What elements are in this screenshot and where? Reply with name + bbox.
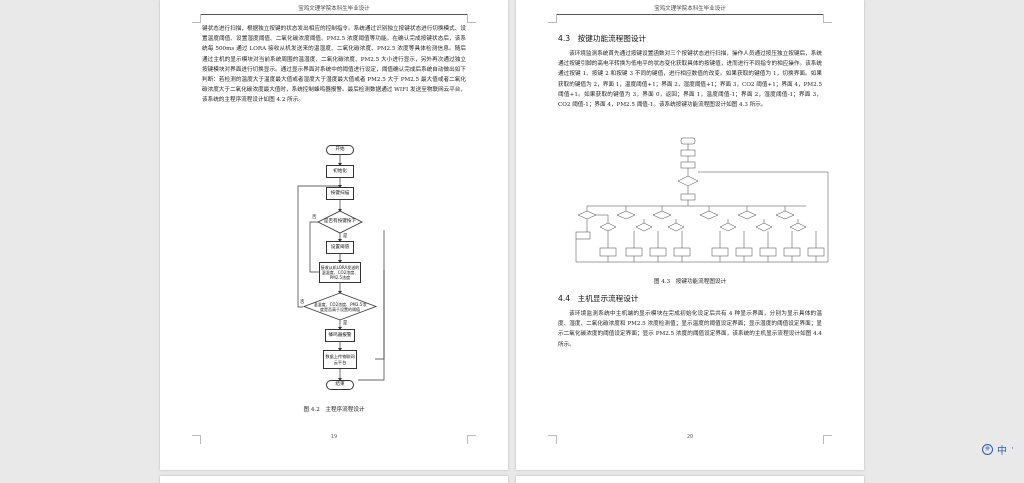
section-heading: 4.3 按键功能流程图设计	[558, 34, 647, 43]
flow-upload: 数据上传物联网云平台	[323, 350, 357, 369]
crop-mark	[192, 14, 201, 23]
running-header: 宝鸡文理学院本科生毕业设计	[556, 4, 824, 15]
flow-start: 开始	[326, 145, 354, 155]
body-paragraph: 该环境监测系统中主机端的显示模块在完成初始化设定后共有 4 种显示界面，分别为显…	[558, 311, 822, 348]
crop-mark	[467, 435, 476, 444]
key-flowchart-graphic	[575, 137, 829, 263]
page-20: 宝鸡文理学院本科生毕业设计 4.3 按键功能流程图设计 该环境监测系统首先通过按…	[516, 0, 864, 470]
crop-mark	[823, 435, 832, 444]
flow-label-no: 否	[312, 215, 317, 220]
ime-punctuation-icon[interactable]: ·	[1011, 444, 1014, 454]
crop-mark	[192, 435, 201, 444]
page-19: 宝鸡文理学院本科生毕业设计 键状态进行扫描，根据独立按键的状态发出相应的控制指令…	[160, 0, 508, 470]
flow-key-scan: 按键扫描	[326, 187, 354, 200]
flow-decision-key: 是否有按键按下	[323, 219, 357, 225]
flow-set-threshold: 设置阈值	[326, 241, 354, 254]
crop-mark	[548, 14, 557, 23]
page-number: 20	[686, 434, 694, 440]
flow-label-yes-2: 是	[343, 321, 348, 326]
crop-mark	[548, 435, 557, 444]
next-page-right-edge	[516, 476, 864, 483]
ime-logo-icon[interactable]: 拼	[982, 443, 993, 455]
flow-init: 初始化	[326, 165, 354, 178]
flow-decision-over: 温湿度、CO2浓度、PM2.5浓度是否高于设置的阈值	[313, 301, 367, 312]
body-paragraph: 键状态进行扫描，根据独立按键的状态发出相应的控制指令。系统通过识别独立按键状态进…	[202, 26, 466, 104]
figure-caption: 图 4.2 主程序流程设计	[303, 407, 365, 413]
flow-label-no-2: 否	[300, 300, 305, 305]
flowchart-connectors	[297, 155, 385, 381]
crop-mark	[467, 14, 476, 23]
page-number: 19	[330, 434, 338, 440]
ime-indicator[interactable]: 拼 中 ·	[982, 440, 1024, 458]
ime-language-toggle[interactable]: 中	[997, 445, 1007, 457]
subsection-heading: 4.4 主机显示流程设计	[558, 294, 639, 303]
flow-label-yes: 是	[343, 234, 348, 239]
next-page-left-edge	[160, 476, 508, 483]
flow-end: 结束	[326, 380, 354, 390]
crop-mark	[823, 14, 832, 23]
flow-alarm: 蜂鸣器报警	[325, 329, 355, 342]
running-header: 宝鸡文理学院本科生毕业设计	[200, 4, 468, 15]
flow-receive: 接收从机LORA发送的温湿度、CO2浓度、PM2.5浓度	[319, 262, 361, 283]
body-paragraph: 该环境监测系统首先通过按键设置函数对三个按键状态进行扫描，操作人员通过按压独立按…	[558, 51, 822, 109]
figure-caption: 图 4.3 按键功能流程图设计	[653, 279, 727, 285]
